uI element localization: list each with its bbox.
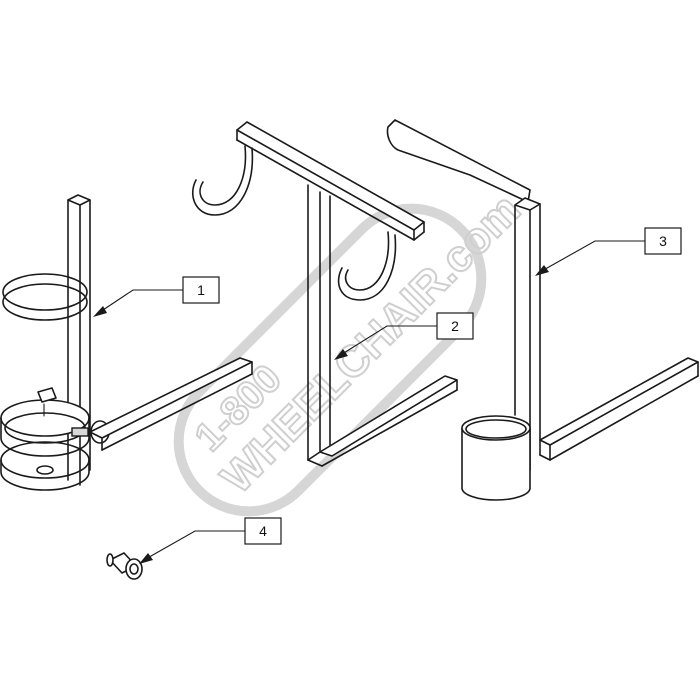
part-3-cup-holder xyxy=(386,119,699,501)
callout-1-label: 1 xyxy=(197,282,205,298)
callout-3-label: 3 xyxy=(659,233,667,249)
callout-3: 3 xyxy=(535,227,682,276)
part-2-hook-frame xyxy=(191,121,458,467)
callout-1: 1 xyxy=(93,276,220,317)
callout-4: 4 xyxy=(139,517,282,564)
callout-2: 2 xyxy=(334,312,474,360)
part-4-screw xyxy=(106,552,143,580)
part-1-cylinder-holder xyxy=(0,194,253,491)
callout-2-label: 2 xyxy=(451,318,459,334)
callout-4-label: 4 xyxy=(259,523,267,539)
